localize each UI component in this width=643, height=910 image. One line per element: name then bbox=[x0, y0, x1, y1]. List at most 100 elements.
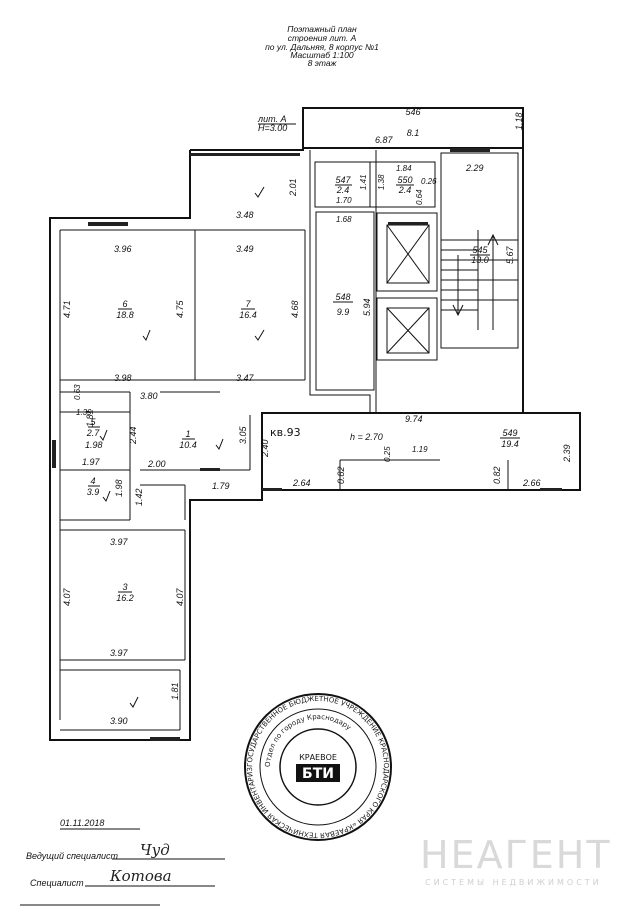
dim: 4.07 bbox=[62, 587, 72, 606]
dim: 1.84 bbox=[396, 164, 412, 173]
room-1-area: 10.4 bbox=[179, 440, 197, 450]
room-545-area: 13.0 bbox=[471, 255, 489, 265]
plan-date: 01.11.2018 bbox=[60, 818, 104, 828]
room-546-num: 546 bbox=[405, 107, 420, 117]
room-5-num: 5 bbox=[90, 417, 96, 427]
dim: 1.98 bbox=[114, 479, 124, 497]
bti-stamp: ГОСУДАРСТВЕННОЕ БЮДЖЕТНОЕ УЧРЕЖДЕНИЕ КРА… bbox=[0, 0, 392, 841]
room-549-area: 19.4 bbox=[501, 439, 519, 449]
dim: 4.71 bbox=[62, 300, 72, 318]
apartment-label: кв.93 bbox=[270, 426, 301, 439]
dim: 0.25 bbox=[383, 446, 392, 462]
room-7-area: 16.4 bbox=[239, 310, 257, 320]
dim: 1.18 bbox=[514, 112, 524, 130]
header-line5: 8 этаж bbox=[308, 58, 338, 68]
stamp-logo: БТИ bbox=[302, 766, 334, 782]
header-line3: по ул. Дальняя, 8 корпус №1 bbox=[265, 42, 379, 52]
stamp-ring-text: ГОСУДАРСТВЕННОЕ БЮДЖЕТНОЕ УЧРЕЖДЕНИЕ КРА… bbox=[0, 0, 390, 839]
dim: 2.44 bbox=[128, 426, 138, 445]
dim: 1.41 bbox=[359, 174, 368, 190]
dim: 3.48 bbox=[236, 210, 254, 220]
room-550-area: 2.4 bbox=[398, 185, 412, 195]
dim: 3.80 bbox=[140, 391, 158, 401]
room-548-area: 9.9 bbox=[337, 307, 350, 317]
dim: 0.26 bbox=[421, 177, 437, 186]
dim: 1.98 bbox=[85, 440, 103, 450]
footer: 01.11.2018 Ведущий специалист Чуд Специа… bbox=[20, 818, 225, 906]
dim: 1.39 bbox=[76, 408, 92, 417]
dim: 1.81 bbox=[85, 409, 95, 427]
dim: 0.64 bbox=[415, 189, 424, 205]
header-line1: Поэтажный план bbox=[287, 24, 357, 34]
dim: 3.98 bbox=[114, 373, 132, 383]
room-545-num: 545 bbox=[472, 245, 488, 255]
dim: 9.74 bbox=[405, 414, 423, 424]
dim: 0.63 bbox=[73, 384, 82, 400]
room-4-area: 3.9 bbox=[87, 487, 100, 497]
room-547-num: 547 bbox=[335, 175, 351, 185]
room-7-num: 7 bbox=[245, 299, 251, 309]
dim: 3.05 bbox=[238, 425, 248, 444]
building-lit: лит. А bbox=[257, 114, 286, 124]
dim: 1.97 bbox=[82, 457, 101, 467]
specialist-label: Специалист bbox=[30, 878, 84, 888]
dim: 1.19 bbox=[412, 445, 428, 454]
room-5-area: 2.7 bbox=[86, 428, 101, 438]
dim: 4.68 bbox=[290, 300, 300, 318]
room-550-num: 550 bbox=[397, 175, 412, 185]
specialist-signature: Котова bbox=[109, 867, 172, 885]
room-3-num: 3 bbox=[122, 582, 127, 592]
dim: 3.97 bbox=[110, 537, 129, 547]
dim: 3.96 bbox=[114, 244, 132, 254]
dim: 0.82 bbox=[336, 466, 346, 484]
header-line4: Масштаб 1:100 bbox=[290, 50, 354, 60]
dim: 4.75 bbox=[175, 299, 185, 318]
dim: 2.40 bbox=[260, 439, 270, 458]
dim: 3.90 bbox=[110, 716, 128, 726]
room-4-num: 4 bbox=[90, 476, 95, 486]
dim: 5.67 bbox=[505, 245, 515, 264]
room-546-area: 8.1 bbox=[407, 128, 420, 138]
dim: 1.38 bbox=[377, 174, 386, 190]
dimension-labels: 6.87 1.18 2.29 1.84 0.26 0.64 1.41 1.38 … bbox=[62, 112, 572, 726]
plan-header: Поэтажный план строения лит. А по ул. Да… bbox=[265, 24, 379, 68]
building-height: Н=3.00 bbox=[258, 123, 287, 133]
watermark-tagline: СИСТЕМЫ НЕДВИЖИМОСТИ bbox=[425, 878, 602, 887]
walls bbox=[49, 107, 581, 741]
room-547-area: 2.4 bbox=[336, 185, 350, 195]
dim: 1.68 bbox=[336, 215, 352, 224]
dim: 2.39 bbox=[562, 444, 572, 463]
room-3-area: 16.2 bbox=[116, 593, 134, 603]
dim: 1.42 bbox=[134, 488, 144, 506]
watermark-name: НЕАГЕНТ bbox=[420, 833, 612, 877]
dim: 2.01 bbox=[288, 178, 298, 197]
dim: 3.97 bbox=[110, 648, 129, 658]
dim: 0.82 bbox=[492, 466, 502, 484]
dim: 3.49 bbox=[236, 244, 254, 254]
room-6-area: 18.8 bbox=[116, 310, 134, 320]
room-6-num: 6 bbox=[122, 299, 127, 309]
dim: 2.64 bbox=[292, 478, 311, 488]
dim: 1.79 bbox=[212, 481, 230, 491]
lead-specialist-label: Ведущий специалист bbox=[26, 851, 119, 861]
dim: 2.66 bbox=[522, 478, 541, 488]
dim: 1.81 bbox=[170, 682, 180, 700]
apartment-height: h = 2.70 bbox=[350, 432, 383, 442]
room-549-num: 549 bbox=[502, 428, 517, 438]
stamp-center-top: КРАЕВОЕ bbox=[299, 753, 337, 762]
watermark: НЕАГЕНТ СИСТЕМЫ НЕДВИЖИМОСТИ bbox=[420, 833, 612, 887]
dim: 1.70 bbox=[336, 196, 352, 205]
header-line2: строения лит. А bbox=[288, 33, 357, 43]
check-marks bbox=[99, 186, 265, 708]
dim: 5.94 bbox=[362, 298, 372, 316]
room-1-num: 1 bbox=[185, 429, 190, 439]
room-labels: 546 8.1 547 2.4 550 2.4 545 13.0 548 9.9… bbox=[86, 107, 520, 603]
dim: 2.29 bbox=[465, 163, 484, 173]
dim: 2.00 bbox=[147, 459, 166, 469]
dim: 6.87 bbox=[375, 135, 394, 145]
dim: 4.07 bbox=[175, 587, 185, 606]
room-548-num: 548 bbox=[335, 292, 350, 302]
lead-specialist-signature: Чуд bbox=[140, 841, 170, 859]
dim: 3.47 bbox=[236, 373, 255, 383]
